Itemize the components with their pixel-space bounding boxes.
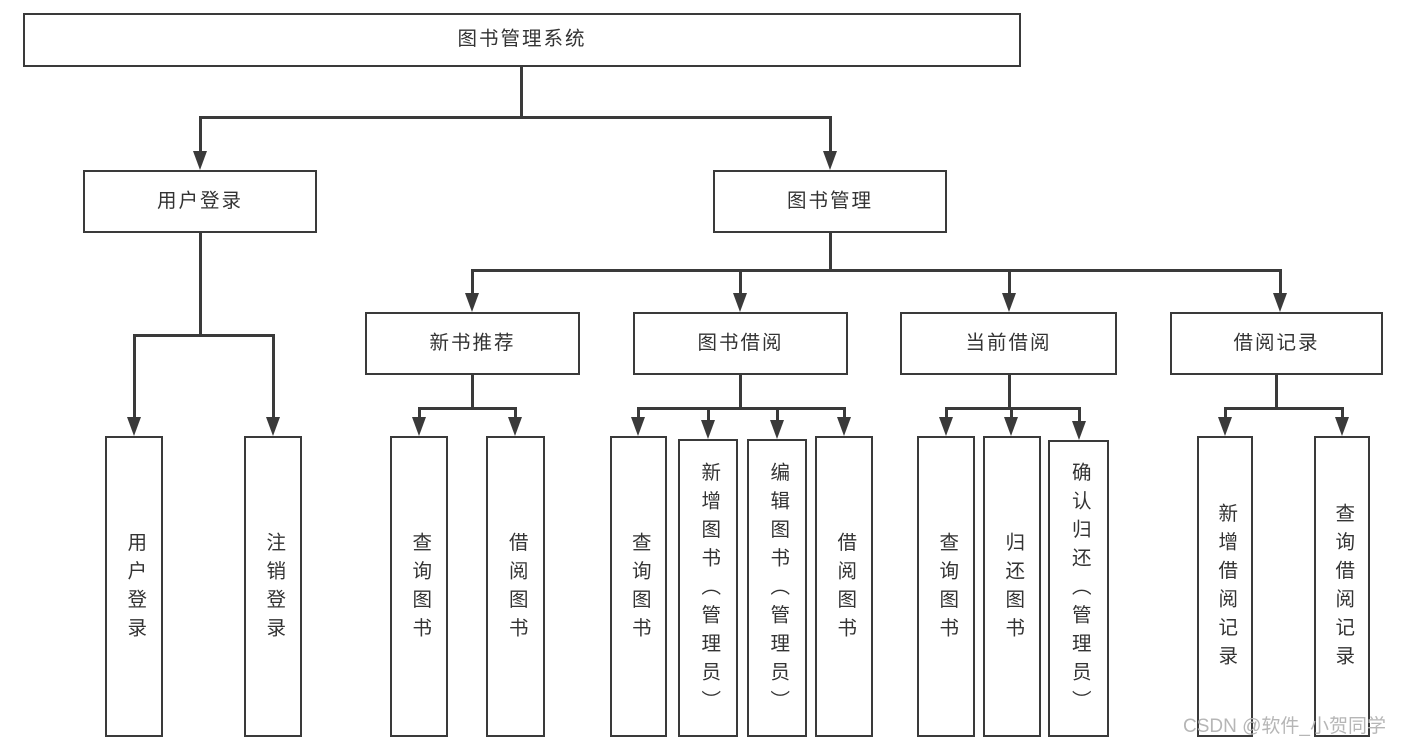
connector-line xyxy=(1078,407,1081,421)
connector-line xyxy=(1341,407,1344,418)
arrow-down xyxy=(465,293,479,312)
leaf-query-books-current: 查询图书 xyxy=(917,436,975,737)
connector-line xyxy=(829,116,832,152)
connector-line xyxy=(471,374,474,409)
connector-line xyxy=(133,334,136,418)
connector-line xyxy=(514,407,517,418)
leaf-query-borrow-record: 查询借阅记录 xyxy=(1314,436,1370,737)
node-new-book-recommend: 新书推荐 xyxy=(365,312,580,375)
connector-line xyxy=(1224,407,1344,410)
leaf-query-books-recommend: 查询图书 xyxy=(390,436,448,737)
connector-line xyxy=(707,407,710,420)
connector-line xyxy=(199,232,202,336)
connector-line xyxy=(1224,407,1227,418)
connector-line xyxy=(199,116,832,119)
connector-line xyxy=(637,407,640,418)
connector-line xyxy=(739,269,742,294)
connector-line xyxy=(945,407,1081,410)
connector-line xyxy=(843,407,846,418)
connector-line xyxy=(1010,407,1013,418)
arrow-down xyxy=(1004,417,1018,436)
connector-line xyxy=(739,374,742,409)
connector-line xyxy=(272,334,275,418)
connector-line xyxy=(1275,374,1278,409)
node-current-borrow: 当前借阅 xyxy=(900,312,1117,375)
connector-line xyxy=(199,116,202,152)
leaf-return-book: 归还图书 xyxy=(983,436,1041,737)
arrow-down xyxy=(193,151,207,170)
arrow-down xyxy=(631,417,645,436)
leaf-confirm-return-admin: 确认归还（管理员） xyxy=(1048,440,1109,737)
leaf-edit-book-admin: 编辑图书（管理员） xyxy=(747,439,807,737)
arrow-down xyxy=(939,417,953,436)
arrow-down xyxy=(127,417,141,436)
arrow-down xyxy=(1273,293,1287,312)
connector-line xyxy=(133,334,275,337)
arrow-down xyxy=(1002,293,1016,312)
connector-line xyxy=(471,269,1282,272)
connector-line xyxy=(1008,374,1011,409)
leaf-user-login: 用户登录 xyxy=(105,436,163,737)
arrow-down xyxy=(1072,421,1086,440)
connector-line xyxy=(418,407,517,410)
node-user-login-branch: 用户登录 xyxy=(83,170,317,233)
connector-line xyxy=(945,407,948,418)
connector-line xyxy=(1008,269,1011,294)
connector-line xyxy=(829,232,832,272)
arrow-down xyxy=(508,417,522,436)
leaf-add-borrow-record: 新增借阅记录 xyxy=(1197,436,1253,737)
arrow-down xyxy=(733,293,747,312)
leaf-add-book-admin: 新增图书（管理员） xyxy=(678,439,738,737)
node-borrow-records: 借阅记录 xyxy=(1170,312,1383,375)
arrow-down xyxy=(412,417,426,436)
arrow-down xyxy=(1335,417,1349,436)
arrow-down xyxy=(837,417,851,436)
connector-line xyxy=(520,66,523,118)
arrow-down xyxy=(823,151,837,170)
connector-line xyxy=(471,269,474,294)
leaf-query-books-borrow: 查询图书 xyxy=(610,436,667,737)
leaf-borrow-books: 借阅图书 xyxy=(815,436,873,737)
connector-line xyxy=(637,407,846,410)
leaf-logout: 注销登录 xyxy=(244,436,302,737)
node-book-management: 图书管理 xyxy=(713,170,947,233)
connector-line xyxy=(1279,269,1282,294)
arrow-down xyxy=(770,420,784,439)
watermark: CSDN @软件_小贺同学 xyxy=(1183,716,1386,737)
arrow-down xyxy=(1218,417,1232,436)
leaf-borrow-books-recommend: 借阅图书 xyxy=(486,436,545,737)
arrow-down xyxy=(266,417,280,436)
arrow-down xyxy=(701,420,715,439)
node-book-borrow: 图书借阅 xyxy=(633,312,848,375)
node-root: 图书管理系统 xyxy=(23,13,1021,67)
connector-line xyxy=(418,407,421,418)
connector-line xyxy=(776,407,779,420)
